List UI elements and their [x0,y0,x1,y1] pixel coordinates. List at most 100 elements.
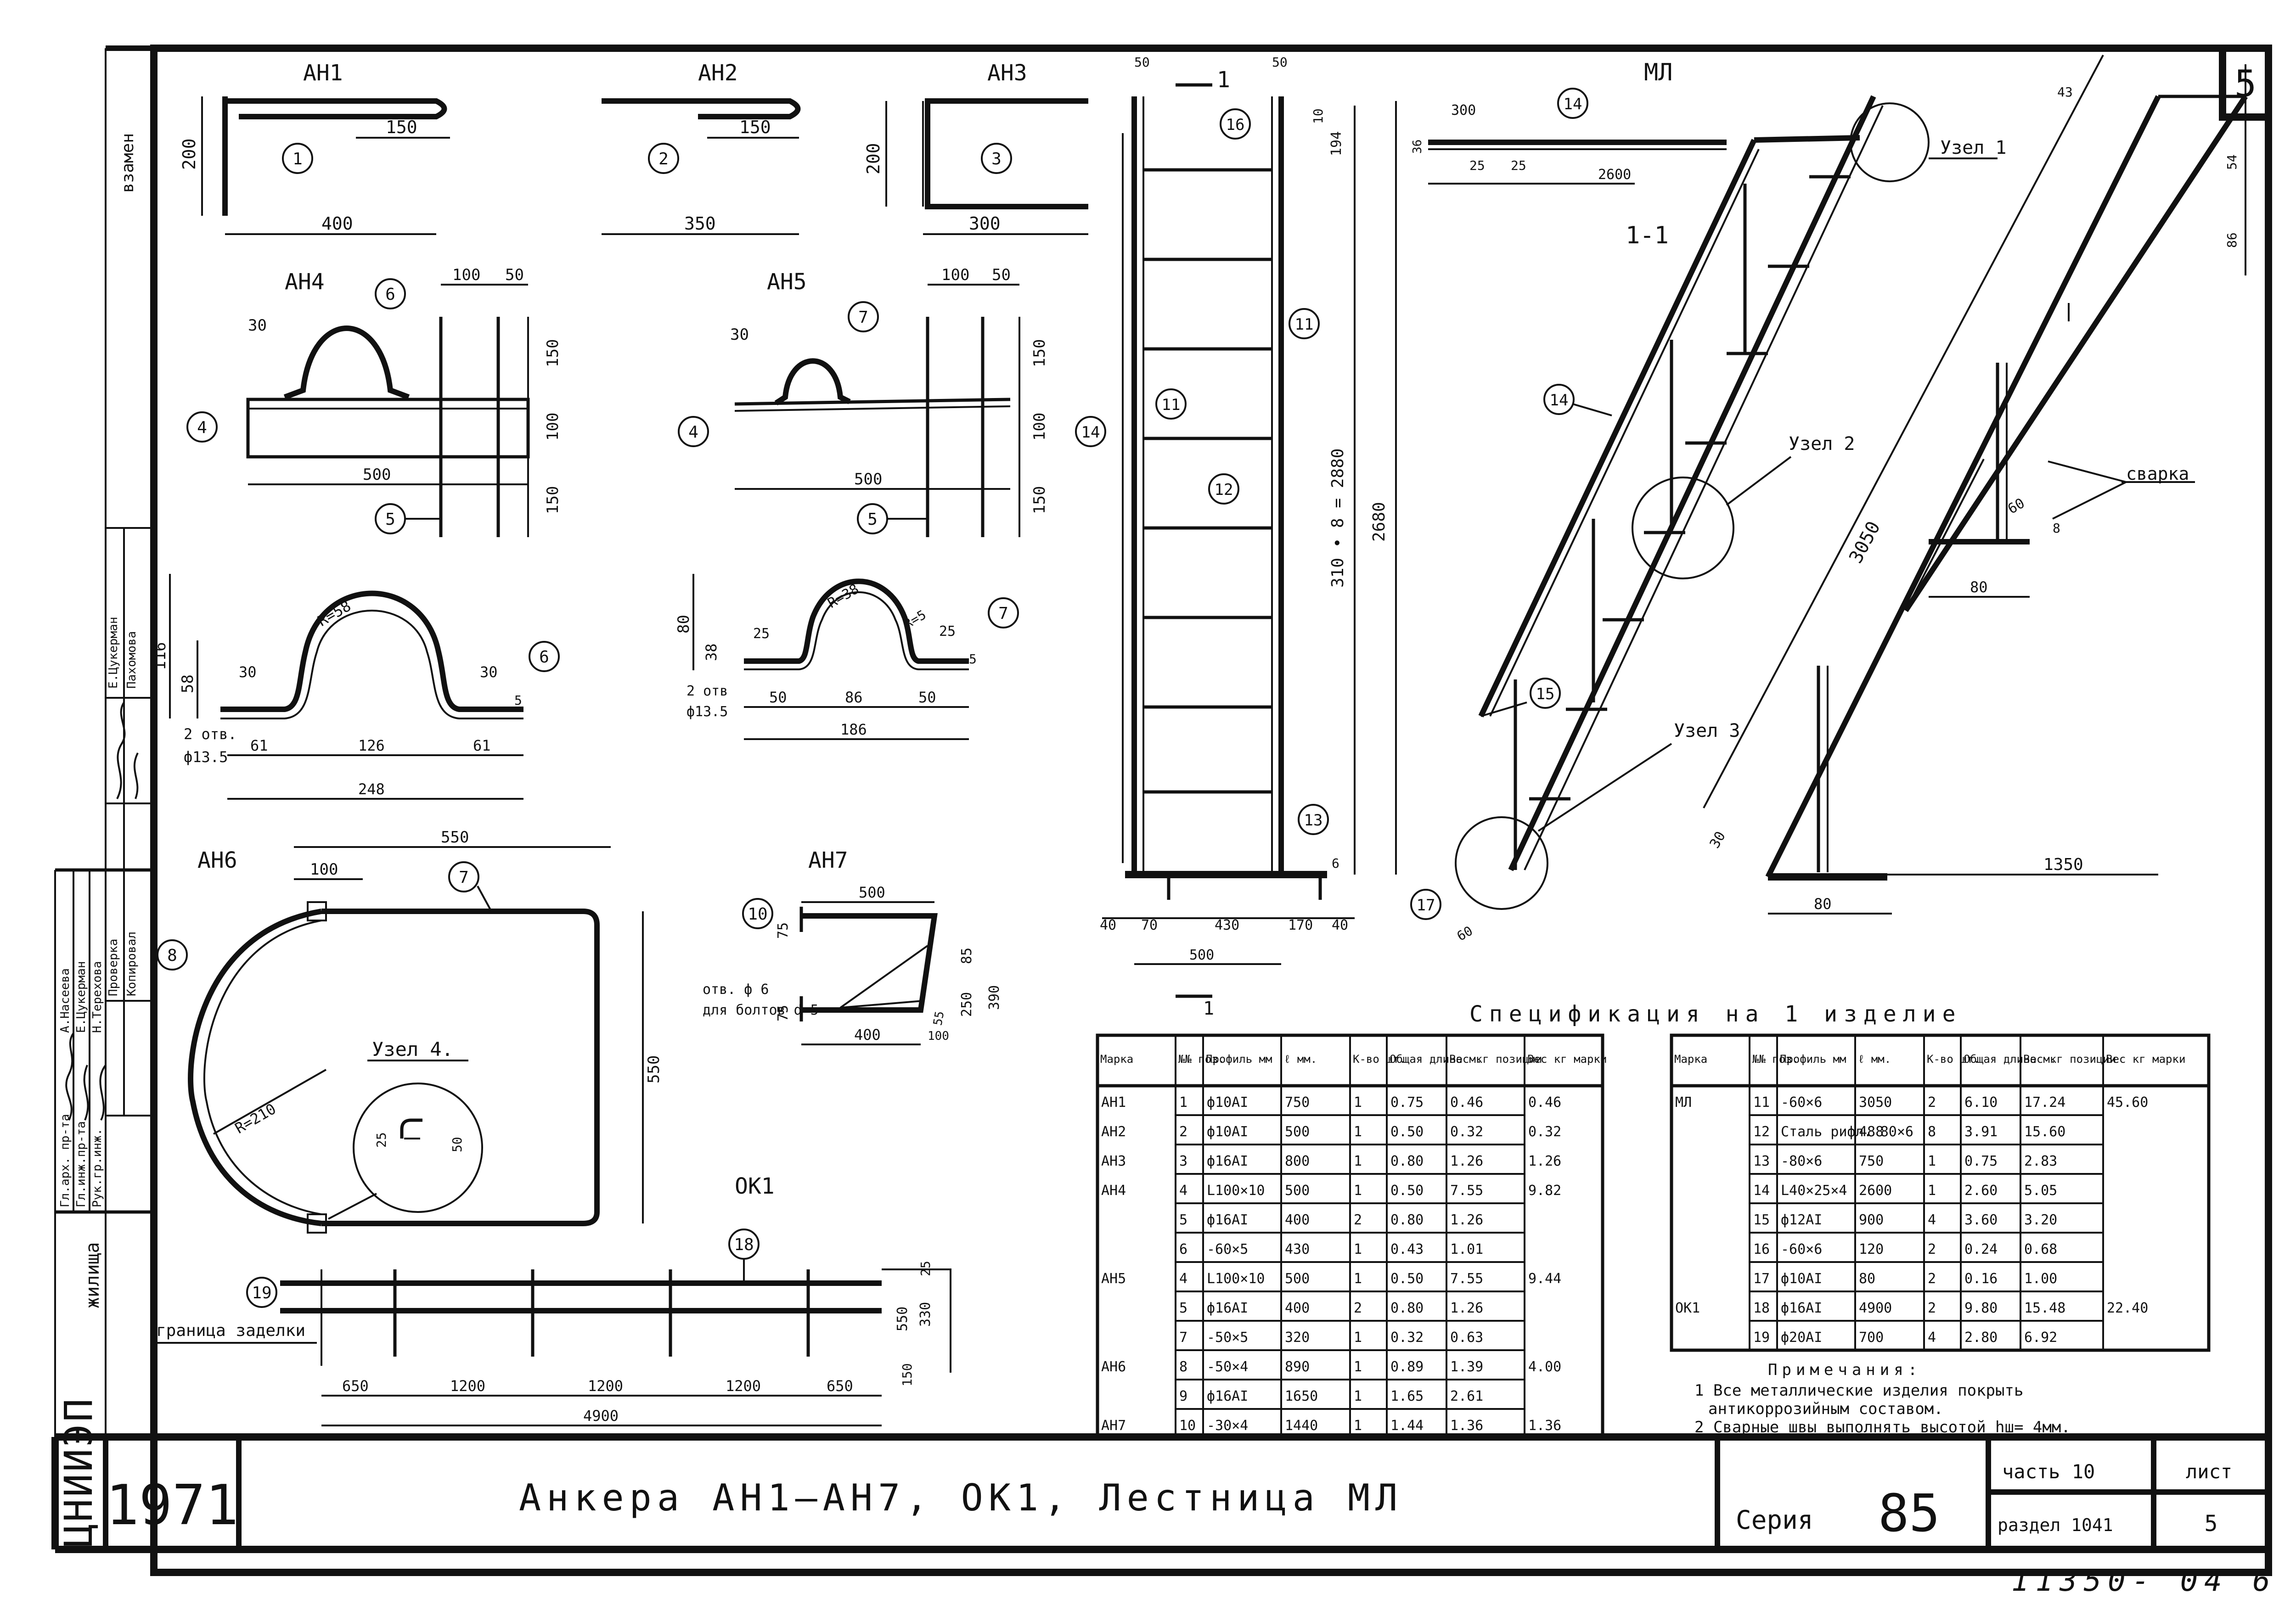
spec-left-cell: 1 [1179,1094,1187,1111]
spec-right-cell: 0.16 [1964,1271,1998,1287]
svg-text:61: 61 [473,737,491,754]
spec-right-cell: 45.60 [2107,1094,2148,1111]
spec-left-cell: 1440 [1285,1418,1318,1434]
detail-7: 7 80 R=38 38 25 R=5 25 5 2 отв ф13.5 50 … [675,574,1019,740]
svg-text:400: 400 [321,213,353,234]
name-1: Е.Цукерман [74,961,88,1033]
svg-text:2680: 2680 [1370,502,1389,542]
spec-left-cell: 4 [1179,1271,1187,1287]
spec-right-cell: 4 [1928,1330,1936,1346]
svg-text:Узел 3: Узел 3 [1674,720,1740,741]
spec-left-cell: ф16АI [1207,1212,1248,1228]
spec-right-cell: 17.24 [2024,1094,2065,1111]
svg-text:75: 75 [775,1005,791,1021]
spec-left-cell: 2 [1354,1212,1362,1228]
spec-left-cell: 0.46 [1528,1094,1561,1111]
svg-text:86: 86 [845,689,863,706]
svg-text:4: 4 [688,423,698,442]
spec-left-cell: 1.65 [1390,1388,1424,1404]
svg-text:14: 14 [1550,391,1569,410]
sheet-label: лист [2186,1460,2232,1483]
svg-text:80: 80 [675,615,693,634]
spec-left-cell: 10 [1179,1418,1196,1434]
svg-text:R=210: R=210 [232,1100,279,1137]
spec-left-header-4: К-во шт. [1353,1053,1406,1066]
left-margin: взамен Гл.арх. пр-та Гл.инж.пр-та Рук.гр… [58,133,154,1212]
svg-text:100: 100 [1030,413,1049,441]
svg-text:150: 150 [900,1363,915,1386]
spec-right-header-1: №№ поз. [1752,1053,1799,1066]
signature-4 [99,1064,107,1121]
spec-left-cell: 0.32 [1390,1330,1424,1346]
spec-left-cell: АН1 [1101,1094,1126,1111]
svg-text:40: 40 [1100,917,1116,933]
spec-left-cell: АН5 [1101,1271,1126,1287]
name-2: Н.Терехова [90,961,104,1033]
spec-left-cell: 2 [1354,1300,1362,1316]
svg-text:100: 100 [310,860,338,879]
svg-text:150: 150 [386,117,417,137]
spec-right-cell: 1 [1928,1153,1936,1169]
spec-right-cell: 8 [1928,1124,1936,1140]
svg-text:7: 7 [459,868,469,887]
spec-right-cell: 0.68 [2024,1241,2057,1257]
svg-text:1200: 1200 [450,1377,485,1395]
drawing-ml: МЛ 1-1 14 300 36 25 25 2600 14 [1411,55,2248,944]
spec-left-cell: АН2 [1101,1124,1126,1140]
spec-left-header-0: Марка [1100,1053,1133,1066]
spec-left-cell: 4 [1179,1183,1187,1199]
spec-left-cell: 1.26 [1528,1153,1561,1169]
signature-5 [133,752,139,799]
series-number: 85 [1878,1484,1940,1543]
spec-left-cell: 1.36 [1450,1418,1483,1434]
svg-text:3050: 3050 [1845,518,1885,567]
drawing-ok1: ОК1 19 18 граница заделки 650 1200 1200 … [154,1173,951,1426]
spec-left-header-3: ℓ мм. [1284,1053,1317,1066]
svg-text:100: 100 [941,266,969,284]
spec-left-cell: -60×5 [1207,1241,1248,1257]
role-3: Проверка [107,939,120,996]
ml-title: МЛ [1644,59,1673,86]
spec-left-cell: 1.26 [1450,1153,1483,1169]
spec-right-cell: 16 [1753,1241,1770,1257]
spec-left-cell: 1.44 [1390,1418,1424,1434]
svg-text:116: 116 [151,642,169,670]
svg-text:для болтов d=5: для болтов d=5 [703,1002,819,1018]
svg-text:150: 150 [1030,339,1049,367]
spec-right-header-4: К-во шт. [1927,1053,1980,1066]
svg-text:150: 150 [544,339,562,367]
spec-left-cell: 400 [1285,1212,1310,1228]
spec-right-cell: 900 [1859,1212,1884,1228]
spec-left-cell: ф10АI [1207,1094,1248,1111]
spec-left-cell: -50×4 [1207,1359,1248,1375]
section-label: раздел 1041 [1998,1515,2113,1535]
drawing-an3: АН3 200 300 3 [863,60,1088,235]
spec-right-cell: 2 [1928,1094,1936,1111]
svg-text:58: 58 [179,674,197,693]
spec-left-header-7: Вес кг марки [1527,1053,1607,1066]
svg-text:19: 19 [252,1284,271,1302]
spec-right-header-0: Марка [1674,1053,1707,1066]
spec-left-cell: 1 [1354,1153,1362,1169]
spec-left-cell: 890 [1285,1359,1310,1375]
svg-text:ф13.5: ф13.5 [184,748,228,766]
svg-text:300: 300 [969,213,1001,234]
an2-title: АН2 [698,60,738,86]
role-0: Гл.арх. пр-та [58,1114,72,1208]
spec-left-cell: -50×5 [1207,1330,1248,1346]
svg-text:12: 12 [1215,481,1233,499]
svg-text:отв. ф 6: отв. ф 6 [703,982,769,998]
spec-left-cell: 0.63 [1450,1330,1483,1346]
spec-left-cell: ф16АI [1207,1300,1248,1316]
spec-left-cell: 0.50 [1390,1271,1424,1287]
svg-text:60: 60 [1454,923,1475,944]
svg-text:8: 8 [167,946,177,965]
spec-left-cell: 1.26 [1450,1300,1483,1316]
svg-text:25: 25 [918,1261,933,1276]
spec-right-cell: 9.80 [1964,1300,1998,1316]
spec-right-cell: 11 [1753,1094,1770,1111]
svg-text:186: 186 [840,721,867,738]
